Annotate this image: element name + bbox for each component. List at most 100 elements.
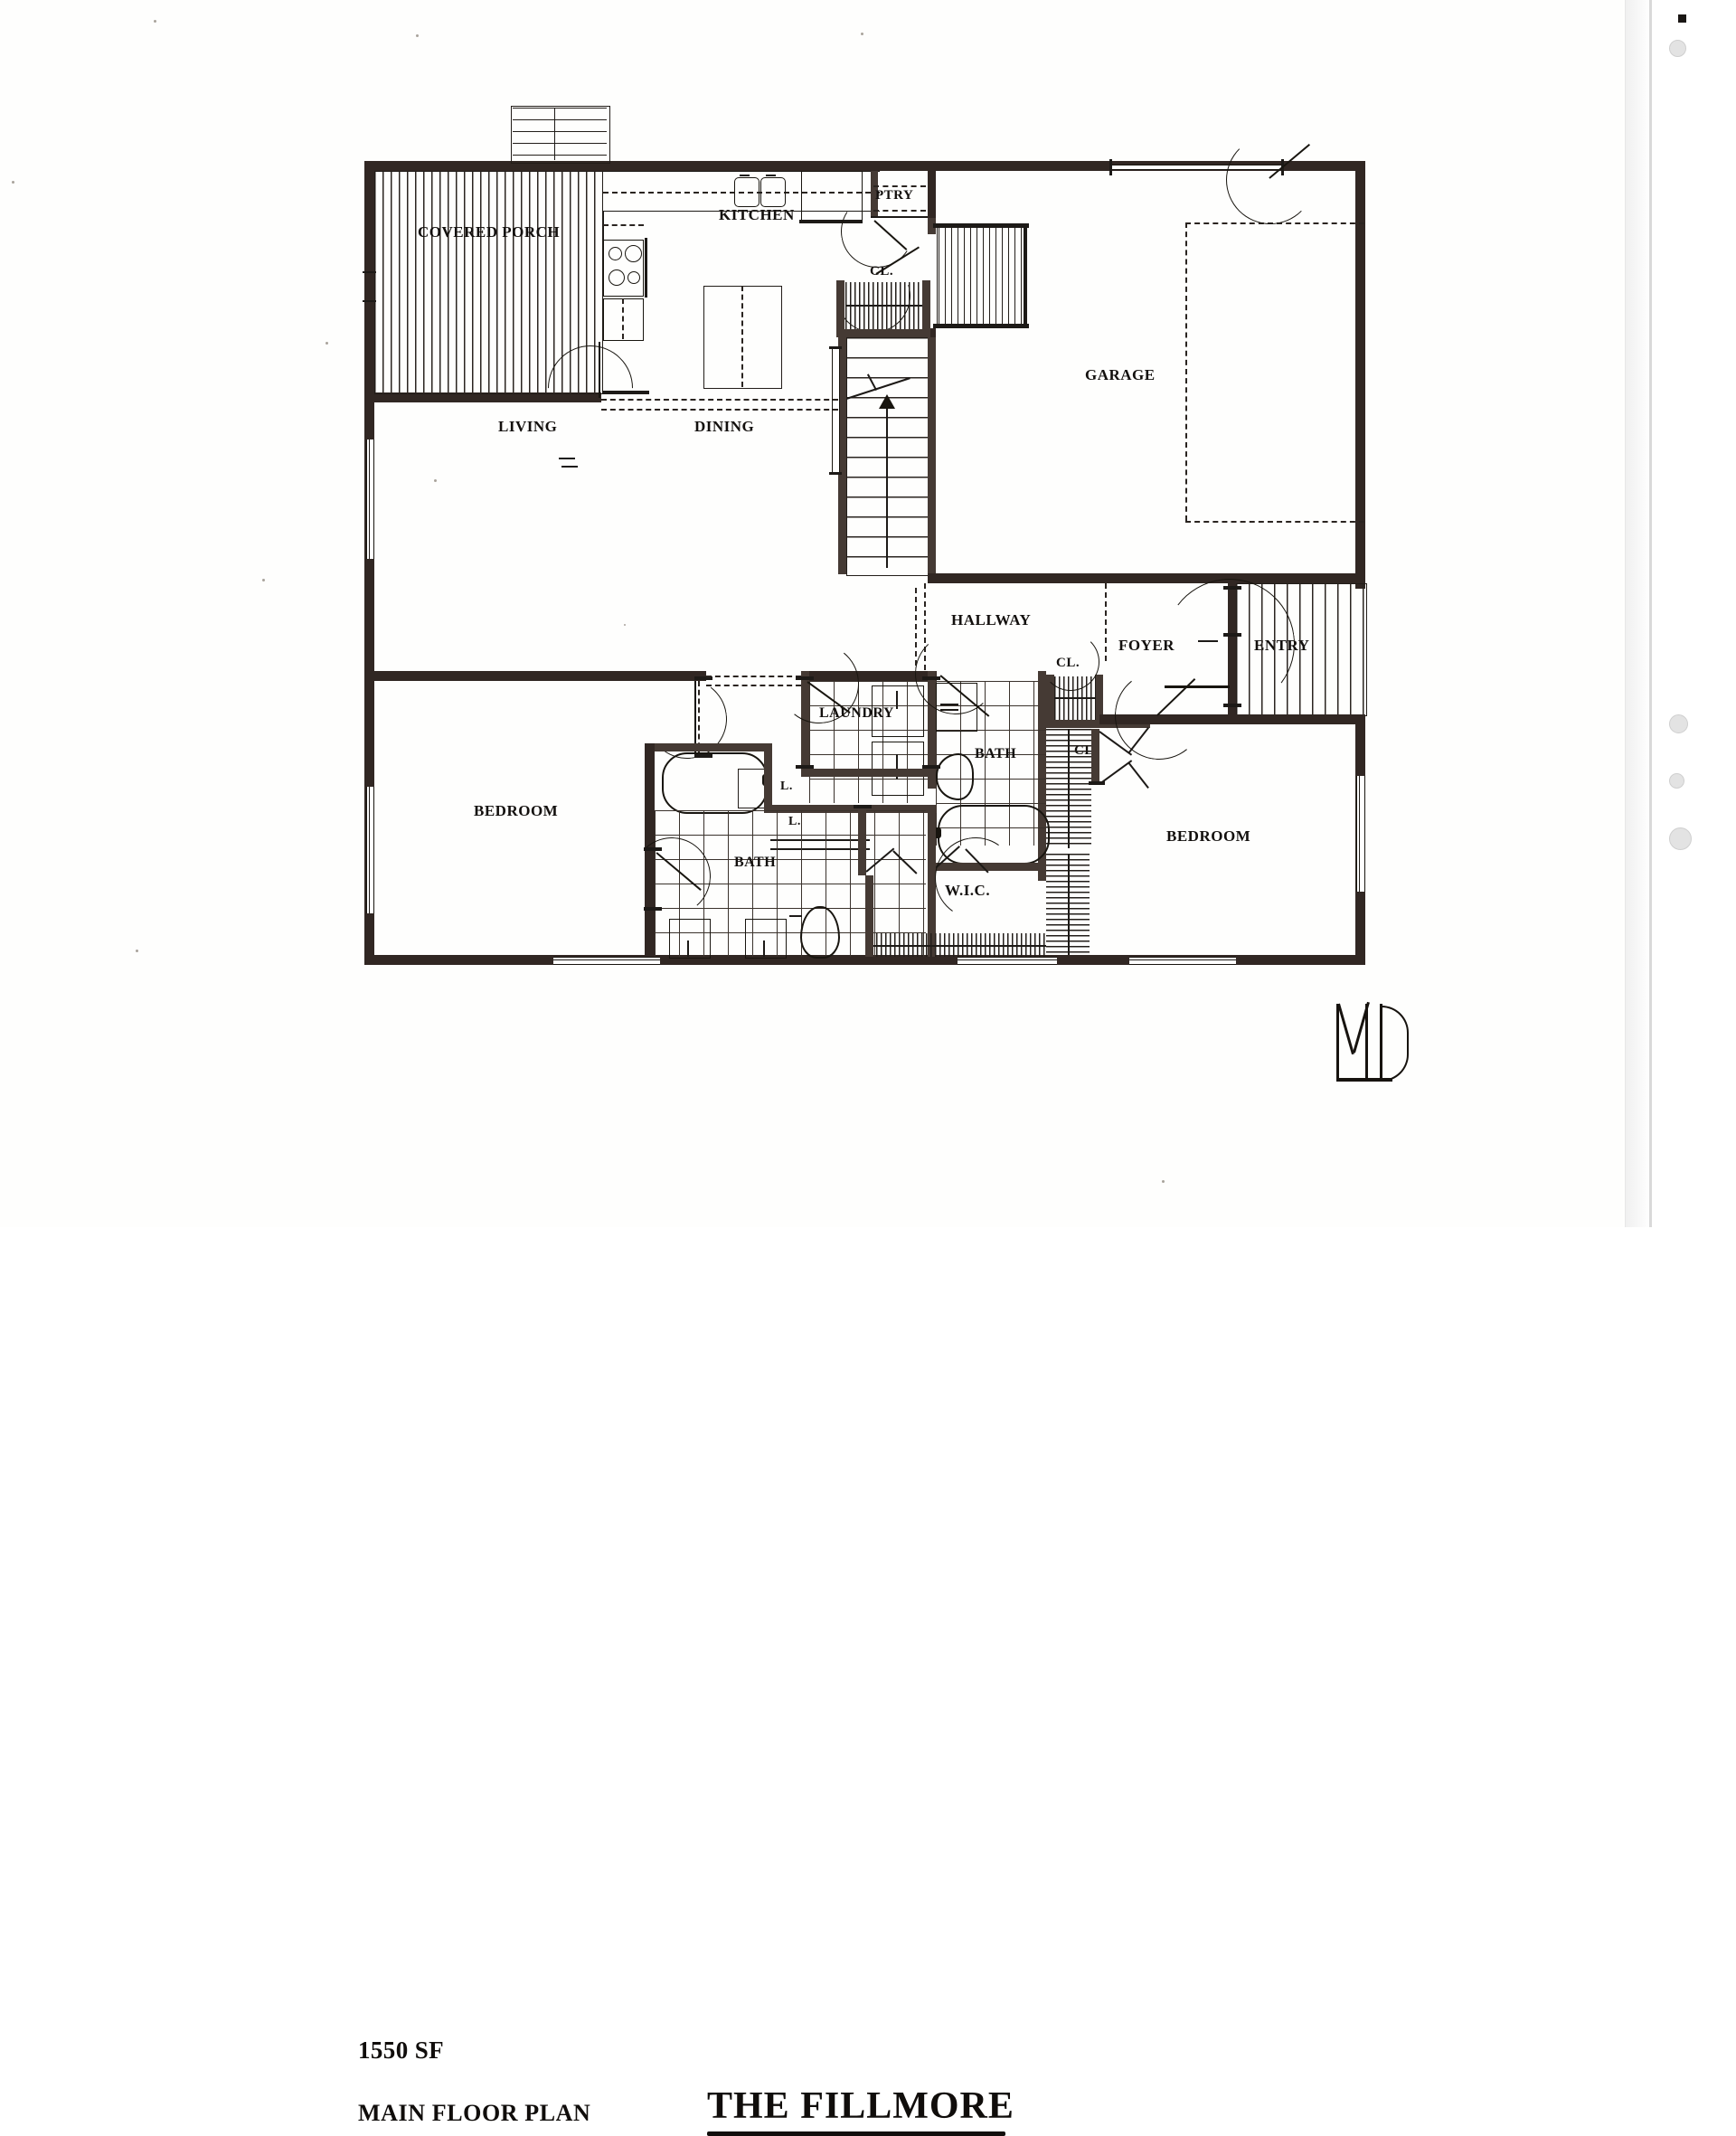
kitchen-sink-faucet-right [766,175,776,176]
scan-speck [154,20,156,23]
bedroom-left-wall-top [364,671,706,681]
stair-rail-cap-b [829,472,842,475]
garage-overhead-door [1109,165,1283,170]
window-left-living [366,439,374,559]
garage-step-hatch [939,228,1022,324]
scanner-edge-strip [1625,0,1736,1227]
jamb-hall-b [922,676,940,680]
bath-hall-wall-bottom [936,863,1046,871]
pantry-outline-bottom [871,216,930,218]
stair-rail-cap-a [829,346,842,349]
door-leaf-front [1165,685,1230,688]
exterior-wall-top [364,161,1365,171]
bath-master-toilet-tank [789,915,802,917]
kitchen-sink-basin-left [734,177,760,207]
stair-up-arrow-head [879,394,895,409]
mld-l-stem [1365,1004,1368,1080]
pantry-wall-left [871,171,878,218]
window-bedroom-right-mull [1359,776,1361,892]
kitchen-range [603,240,644,297]
window-left-bedroom [366,787,374,913]
bedroom-left-opening-dash [706,676,801,677]
garage-step-post-right [1024,223,1027,328]
bath-master-wall-bottom-right [928,808,936,957]
room-label-bedroom-left: BEDROOM [474,802,559,819]
stair-wall-right [928,337,936,574]
range-burner-3 [609,269,625,286]
designer-logo-mld [1336,1001,1420,1087]
range-burner-1 [609,247,622,260]
room-label-garage: GARAGE [1085,366,1156,383]
scan-speck [861,33,863,35]
range-burner-4 [627,271,640,284]
scan-speck [326,342,328,345]
bedroom-left-door-dash [698,681,700,757]
room-label-living: LIVING [498,418,558,435]
plan-name-title: THE FILLMORE [707,2085,1014,2127]
window-bottom-left-mull [553,959,660,961]
bedroom-right-wall-top [1099,714,1365,724]
scan-speck [416,34,419,37]
room-label-foyer: FOYER [1118,637,1175,654]
exterior-wall-right-garage [1355,161,1365,583]
bath-hall-wall-right [1038,671,1046,729]
entry-wall-left [1228,583,1236,714]
scan-speck [624,624,626,626]
door-leaf-porch [599,342,601,398]
exterior-wall-porch-bottom [364,392,601,402]
room-label-wic: W.I.C. [945,882,991,899]
room-label-closet-stair: CL. [870,264,894,279]
kitchen-counter-left-edge [603,211,605,252]
room-label-covered-porch: COVERED PORCH [418,223,561,241]
entry-jamb-bottom [1223,704,1241,707]
room-label-bath-master: BATH [734,855,777,870]
laundry-washer-seam [896,691,898,709]
window-bottom-right-mull [1129,959,1236,961]
kitchen-upper-cabinets-dash [603,192,880,194]
closet-stair-rod [845,305,922,307]
entry-jamb-mid [1223,633,1241,637]
mld-d-bowl [1382,1006,1409,1082]
bath-hall-faucet-b [940,709,958,711]
binder-hole-3 [1669,773,1684,789]
kitchen-sink-basin-right [760,177,786,207]
laundry-wall-left [801,671,809,769]
scanned-page: COVERED PORCH KITCHEN [12,0,1736,2136]
hallway-opening-dash-b [915,588,917,666]
floor-plan-label: MAIN FLOOR PLAN [358,2100,591,2126]
kitchen-island-seam [741,286,743,387]
bath-hall-wall-left [928,671,936,789]
chimney-hatch [513,108,607,160]
binder-hole-4 [1669,827,1692,850]
covered-porch-outline [374,171,603,394]
wic-rod-bottom [872,945,1046,947]
hallway-opening-dash-foyer [1105,583,1107,661]
window-bedroom-right [1356,776,1365,892]
beam-dash-dining [601,399,838,401]
room-label-kitchen: KITCHEN [719,206,795,223]
linen-upper-wall-bottom [764,805,937,813]
window-left-porch-jamb-a [363,271,376,273]
window-bottom-left [553,957,660,965]
room-label-bath-hall: BATH [975,746,1017,761]
bath-master-sink-left [669,919,711,959]
entry-jamb-top [1223,586,1241,590]
hallway-opening-dash-left [924,583,926,670]
closet-stair-wall-right [922,280,930,331]
stair-wall-left [838,337,846,574]
range-hood-line [645,238,647,298]
square-footage-label: 1550 SF [358,2037,445,2064]
closet-wic-rod [1068,729,1070,848]
bath-master-sink-right-tap [763,940,765,957]
garage-overhead-door-jamb-l [1109,159,1112,175]
bath-master-floor-tile [655,810,926,957]
closet-stair-wall-left [836,280,844,331]
scan-speck [262,579,265,581]
wic-rod-right [1068,854,1070,955]
scan-speck [1162,1180,1165,1183]
covered-porch-decking [374,171,601,392]
pantry-shelf-1 [873,185,926,187]
bath-master-sink-left-tap [687,940,689,957]
laundry-wall-bottom [801,769,937,777]
room-label-pantry: PTRY [875,188,914,203]
